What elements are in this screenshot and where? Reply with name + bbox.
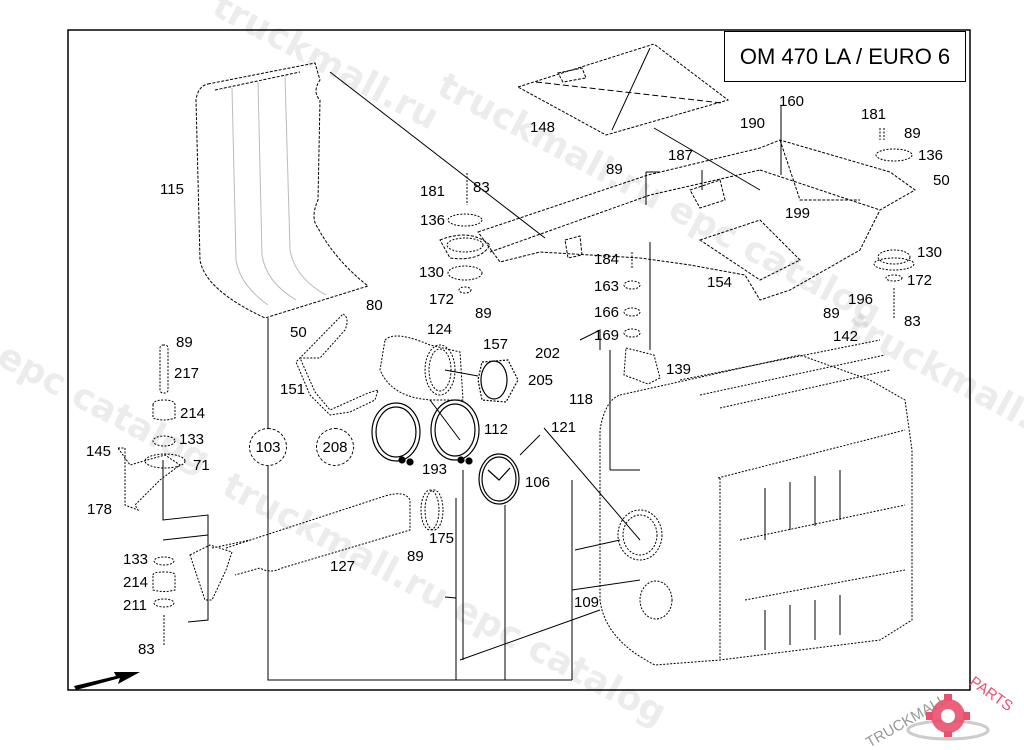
callout-label[interactable]: 151 xyxy=(280,381,306,398)
part-127-pipe xyxy=(225,489,444,576)
callout-label[interactable]: 181 xyxy=(420,183,446,200)
callout-label[interactable]: 109 xyxy=(574,594,600,611)
part-pipe-bracket xyxy=(189,539,251,601)
callout-label[interactable]: 181 xyxy=(861,106,887,123)
callout-label[interactable]: 106 xyxy=(525,474,551,491)
callout-label[interactable]: 89 xyxy=(407,548,424,565)
callout-label[interactable]: 166 xyxy=(594,304,620,321)
diagram-title: OM 470 LA / EURO 6 xyxy=(724,31,966,82)
callout-label[interactable]: 121 xyxy=(551,419,577,436)
callout-label[interactable]: 160 xyxy=(779,93,805,110)
direction-arrow xyxy=(74,672,140,690)
part-115-side-panel xyxy=(195,62,370,319)
callout-label[interactable]: 154 xyxy=(707,274,733,291)
callout-label[interactable]: 178 xyxy=(87,501,113,518)
callout-label[interactable]: 187 xyxy=(668,147,694,164)
callout-label[interactable]: 89 xyxy=(606,161,623,178)
callout-label[interactable]: 142 xyxy=(833,328,859,345)
callout-label[interactable]: 50 xyxy=(933,172,950,189)
callout-label[interactable]: 136 xyxy=(420,212,446,229)
gear-icon: TRUCKMALL PARTS xyxy=(863,673,1016,748)
callout-label[interactable]: 127 xyxy=(330,558,356,575)
callout-label[interactable]: 112 xyxy=(484,421,508,438)
callout-label[interactable]: 83 xyxy=(473,179,490,196)
callout-label[interactable]: 145 xyxy=(86,443,112,460)
callout-label[interactable]: 115 xyxy=(160,181,184,198)
callout-label[interactable]: 71 xyxy=(193,457,210,474)
callout-label[interactable]: 199 xyxy=(785,205,811,222)
callout-label[interactable]: 83 xyxy=(138,641,155,658)
callout-label[interactable]: 89 xyxy=(176,334,193,351)
callout-label[interactable]: 190 xyxy=(740,115,766,132)
callout-label[interactable]: 157 xyxy=(483,336,509,353)
callout-label[interactable]: 89 xyxy=(904,125,921,142)
callout-label[interactable]: 50 xyxy=(290,324,307,341)
part-109-muffler xyxy=(599,339,913,666)
callout-label[interactable]: 133 xyxy=(179,431,205,448)
part-124-dpf xyxy=(379,335,464,401)
callout-label[interactable]: 130 xyxy=(917,244,943,261)
callout-label[interactable]: 163 xyxy=(594,278,620,295)
callout-label[interactable]: 175 xyxy=(429,530,455,547)
part-frame-bracket xyxy=(439,139,916,301)
brand-logo: TRUCKMALL PARTS xyxy=(858,668,1018,748)
part-112-clamp xyxy=(430,399,480,465)
callout-label[interactable]: 124 xyxy=(427,321,453,338)
part-106-seal xyxy=(478,453,520,505)
callout-label[interactable]: 205 xyxy=(528,372,554,389)
part-stack-139 xyxy=(623,252,661,385)
callout-label[interactable]: 130 xyxy=(419,264,445,281)
callout-label[interactable]: 80 xyxy=(366,297,383,314)
frame-border xyxy=(67,29,971,691)
callout-label[interactable]: 136 xyxy=(918,147,944,164)
part-208-clamp xyxy=(371,402,421,466)
callout-label[interactable]: 172 xyxy=(907,272,933,289)
brand-text-2: PARTS xyxy=(966,673,1016,715)
callout-label[interactable]: 217 xyxy=(174,365,200,382)
part-mount-right xyxy=(873,128,915,318)
callout-label[interactable]: 139 xyxy=(666,361,692,378)
callout-label[interactable]: 214 xyxy=(123,574,149,591)
callout-label[interactable]: 89 xyxy=(823,305,840,322)
callout-label[interactable]: 172 xyxy=(429,291,455,308)
callout-label[interactable]: 211 xyxy=(123,597,147,614)
callout-label[interactable]: 214 xyxy=(180,405,206,422)
part-151-shield xyxy=(295,313,379,416)
callout-label[interactable]: 133 xyxy=(123,551,149,568)
part-mount-left xyxy=(446,173,484,294)
callout-label[interactable]: 118 xyxy=(569,391,593,408)
part-145-bracket xyxy=(117,344,186,645)
leader-lines xyxy=(267,318,641,681)
callout-label[interactable]: 89 xyxy=(475,305,492,322)
callout-label[interactable]: 196 xyxy=(848,291,874,308)
callout-label[interactable]: 148 xyxy=(530,119,556,136)
circled-callout-103[interactable]: 103 xyxy=(249,428,287,466)
callout-label[interactable]: 202 xyxy=(535,345,561,362)
callout-label[interactable]: 169 xyxy=(594,327,620,344)
part-148-cover xyxy=(516,43,730,136)
callout-label[interactable]: 83 xyxy=(904,313,921,330)
callout-label[interactable]: 193 xyxy=(422,461,448,478)
part-157-gasket xyxy=(477,359,519,403)
circled-callout-208[interactable]: 208 xyxy=(316,428,354,466)
callout-label[interactable]: 184 xyxy=(594,251,620,268)
